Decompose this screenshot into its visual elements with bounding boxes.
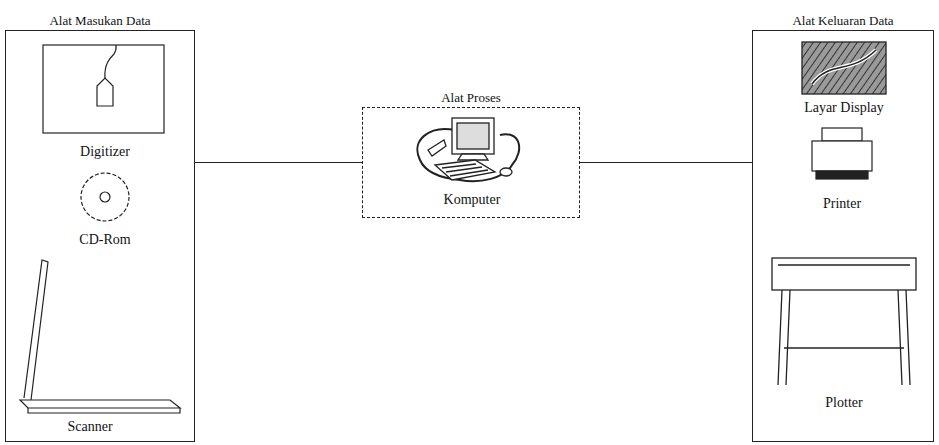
device-label: Komputer — [444, 192, 501, 208]
device-node: Komputer — [441, 192, 504, 208]
group-box: Alat Masukan DataDigitizerCD-RomScanner — [5, 30, 195, 442]
connector-line — [195, 162, 362, 163]
computer-icon — [417, 118, 519, 181]
device-label: Plotter — [825, 395, 862, 411]
group-box: Alat ProsesKomputer — [362, 107, 580, 218]
cd-rom-icon — [81, 173, 129, 221]
group-box: Alat Keluaran DataLayar DisplayPrinterPl… — [752, 30, 934, 442]
group-heading: Alat Keluaran Data — [733, 13, 939, 29]
digitizer-icon — [43, 45, 164, 133]
device-node: Scanner — [64, 419, 115, 435]
connector-line — [580, 162, 752, 163]
device-label: Scanner — [67, 419, 112, 435]
device-label: CD-Rom — [79, 232, 130, 248]
printer-icon — [812, 128, 872, 179]
device-label: Digitizer — [80, 144, 130, 160]
device-node: Layar Display — [801, 100, 887, 116]
group-heading: Alat Proses — [343, 90, 599, 106]
scanner-icon — [20, 260, 180, 413]
device-node: Digitizer — [77, 144, 133, 160]
group-heading: Alat Masukan Data — [0, 13, 214, 29]
device-node: Printer — [820, 196, 864, 212]
device-label: Layar Display — [804, 100, 884, 116]
display-screen-icon — [802, 42, 886, 94]
device-node: CD-Rom — [76, 232, 133, 248]
device-label: Printer — [823, 196, 861, 212]
plotter-icon — [772, 258, 916, 385]
device-node: Plotter — [822, 395, 865, 411]
